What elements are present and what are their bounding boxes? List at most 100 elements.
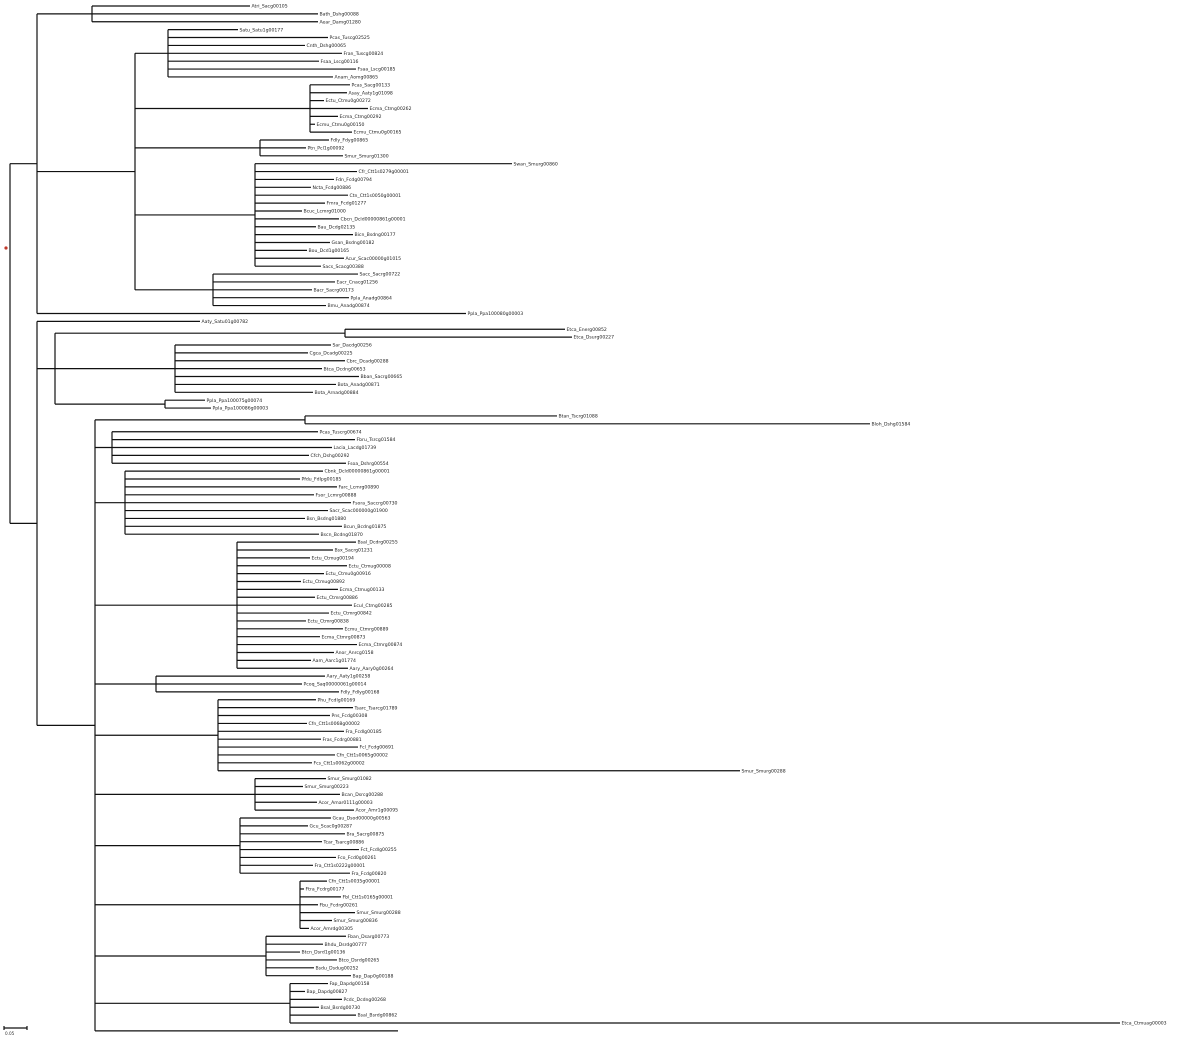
- leaf-label: Cgca_Dcadg00225: [310, 350, 353, 356]
- leaf-label: Cbrc_Dcadg00288: [347, 358, 389, 364]
- leaf-label: Btcn_Dsrd1g00136: [302, 950, 346, 956]
- leaf-label: Fcs_Ctt1s0062g00002: [314, 760, 365, 766]
- leaf-label: Sacc_Sacrg00722: [360, 272, 401, 278]
- leaf-label: Btca_Dcdng00653: [324, 366, 366, 372]
- leaf-label: Tsarc_Tsarcg01789: [354, 705, 398, 711]
- leaf-label: Ecmu_Ctmrg00889: [345, 626, 389, 632]
- leaf-label: Fban_Dsarg00773: [348, 934, 390, 940]
- leaf-label: Smur_Smurg00288: [742, 768, 786, 774]
- leaf-label: Fsaa_Lscg00116: [321, 59, 359, 65]
- leaf-label: Gcu_Scac0g00287: [310, 824, 353, 830]
- leaf-label: Aaty_Satu01g00782: [202, 319, 249, 325]
- leaf-label: Bsal_Bsrdg00862: [358, 1013, 398, 1019]
- leaf-label: Etca_Ctmuag00003: [1122, 1021, 1167, 1027]
- leaf-label: Ectu_Ctmug00008: [349, 563, 391, 569]
- leaf-label: Bsn_Bsdng01880: [307, 516, 347, 522]
- leaf-label: Acor_Amr1g00095: [356, 808, 399, 814]
- leaf-label: Fbu_Fcdrg00261: [320, 902, 358, 908]
- leaf-label: Bacr_Sacrg00173: [314, 287, 354, 293]
- leaf-label: Cfn_Ctt1s0035g00001: [329, 879, 380, 885]
- leaf-label: Bap_Dap0g00188: [353, 973, 394, 979]
- leaf-label: Sacs_Scacg00388: [323, 264, 364, 270]
- leaf-label: Ectu_Ctmrg00838: [308, 619, 349, 625]
- leaf-label: Pcas_Tuscg02525: [330, 35, 370, 41]
- leaf-label: Bsdu_Dsdug00252: [316, 965, 359, 971]
- leaf-label: Aary_Aaty1g00258: [327, 674, 371, 680]
- leaf-label: Bota_Arnadg00884: [315, 390, 359, 396]
- leaf-label: Fct_Fcdlg00255: [361, 847, 397, 853]
- tree-branches: [9, 5, 1120, 1032]
- leaf-label: Ptn_Pcl1g00092: [308, 146, 345, 152]
- leaf-label: Anam_Aomg00865: [335, 75, 379, 81]
- leaf-label: Cbcn_Dcld00000861g00001: [341, 216, 406, 222]
- leaf-label: Bscn_Bcdng01870: [321, 532, 363, 538]
- leaf-label: Acor_Amar0111g00003: [319, 800, 373, 806]
- leaf-label: Ecmu_Ctmu0g00150: [317, 122, 365, 128]
- leaf-label: Ppla_Ppa100086g00003: [213, 406, 269, 412]
- root-node-icon: [4, 246, 8, 250]
- leaf-label: Tcar_Tsarcg00886: [323, 839, 365, 845]
- leaf-label: Fsor_Lcmrg00888: [316, 492, 357, 498]
- leaf-label: Atri_Sacg00105: [252, 4, 288, 10]
- leaf-label: Smur_Smurg00836: [334, 918, 378, 924]
- leaf-label: Ppla_Ppa100075g00074: [207, 398, 263, 404]
- leaf-label: Smur_Smurg00223: [305, 784, 349, 790]
- leaf-label: Bsx_Sacrg01231: [335, 548, 373, 554]
- root-marker: [4, 246, 8, 250]
- leaf-label: Aam_Aarc1g01774: [313, 658, 357, 664]
- leaf-label: Bap_Dapdg00827: [307, 989, 348, 995]
- leaf-label: Phu_Fcdlg00169: [318, 697, 356, 703]
- leaf-label: Fdly_Fdyg00865: [331, 138, 369, 144]
- leaf-label: Bmu_Anadg00874: [328, 303, 370, 309]
- leaf-label: Ecma_Ctmg00292: [340, 114, 382, 120]
- leaf-label: Bcuc_Lcmrg01000: [304, 209, 346, 215]
- leaf-label: Ecul_Ctmg00285: [354, 603, 393, 609]
- leaf-label: Ftra_Fcdrg00177: [306, 887, 345, 893]
- leaf-labels: Atri_Sacg00105Bath_Dshg00088Aear_Damg012…: [202, 4, 1167, 1027]
- leaf-label: Sar_Dacdg00256: [333, 343, 372, 349]
- leaf-label: Bcun_Bcdng01875: [344, 524, 387, 530]
- leaf-label: Bloh_Dshg01584: [872, 421, 911, 427]
- leaf-label: Ectu_Ctmrg00842: [331, 611, 372, 617]
- leaf-label: Fmra_Fcdg01277: [327, 201, 367, 207]
- leaf-label: Fsoa_Dshrg00554: [348, 461, 389, 467]
- leaf-label: Acor_Amrdg00305: [311, 926, 354, 932]
- leaf-label: Bsal_Bsrdg00730: [321, 1005, 361, 1011]
- leaf-label: Fra_Fcdlg00185: [346, 729, 382, 735]
- leaf-label: Smur_Smurg01082: [328, 776, 372, 782]
- scale-bar-label: 0.05: [5, 1031, 15, 1036]
- leaf-label: Fbl_Ctt1s0165g00001: [343, 894, 394, 900]
- leaf-label: Bou_Dcd1g00165: [309, 248, 350, 254]
- leaf-label: Fra_Ctt1s0222g00001: [315, 863, 366, 869]
- leaf-label: Bau_Dcdg02135: [318, 224, 356, 230]
- leaf-label: Smur_Smurg01300: [345, 153, 389, 159]
- leaf-label: Ectu_Ctmu0g00916: [326, 571, 371, 577]
- leaf-label: Fras_Fcdrg00881: [323, 737, 362, 743]
- leaf-label: Cbnk_Dcld00000861g00001: [325, 469, 390, 475]
- leaf-label: Aary_Aary0g00264: [350, 666, 394, 672]
- leaf-label: Fdn_Fcdg00794: [336, 177, 372, 183]
- leaf-label: Cfch_Dshg00292: [311, 453, 350, 459]
- leaf-label: Aear_Damg01280: [320, 19, 361, 25]
- leaf-label: Fran_Tuscg00824: [344, 51, 384, 57]
- leaf-label: Pcoq_Saq00000061g00014: [304, 682, 367, 688]
- leaf-label: Cfn_Ctt1s0068g00002: [309, 721, 360, 727]
- leaf-label: Etca_Dsurg00227: [574, 335, 615, 341]
- leaf-label: Bicn_Bsdng00177: [355, 232, 396, 238]
- leaf-label: Ecma_Ctmug00133: [340, 587, 385, 593]
- leaf-label: Bban_Sacrg00665: [361, 374, 403, 380]
- leaf-label: Anor_Anrcg0158: [336, 650, 374, 656]
- leaf-label: Pcas_Sacg00133: [352, 82, 391, 88]
- leaf-label: Cfr_Ctt1s0279g00001: [359, 169, 409, 175]
- leaf-label: Fco_Fcd0g00261: [338, 855, 377, 861]
- leaf-label: Bcan_Dsrcg00288: [342, 792, 384, 798]
- leaf-label: Fsaa_Lscg00185: [358, 67, 396, 73]
- leaf-label: Fdly_Fdlyg00168: [341, 689, 380, 695]
- leaf-label: Eacr_Cnacg01256: [337, 280, 378, 286]
- leaf-label: Gcau_Dsod00000g00563: [333, 816, 391, 822]
- leaf-label: Ctn_Ctt1s0050g00001: [350, 193, 402, 199]
- leaf-label: Bsal_Dcdrg00255: [358, 540, 398, 546]
- leaf-label: Ecmu_Ctmu0g00165: [354, 130, 402, 136]
- leaf-label: Ecma_Ctmrg00873: [322, 634, 366, 640]
